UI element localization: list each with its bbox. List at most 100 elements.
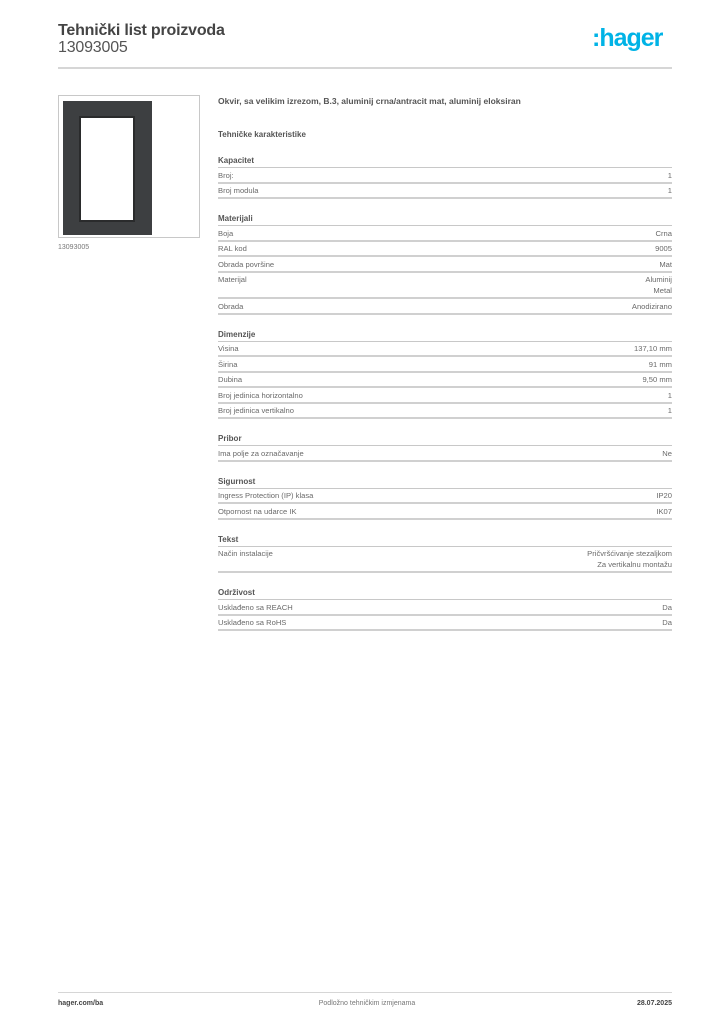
spec-row: RAL kod 9005 (218, 242, 672, 257)
product-number: 13093005 (58, 39, 128, 56)
spec-value: Da (662, 617, 672, 628)
spec-label: Broj jedinica vertikalno (218, 406, 294, 415)
product-description: Okvir, sa velikim izrezom, B.3, aluminij… (218, 96, 521, 106)
spec-value-line: 1 (667, 170, 672, 180)
spec-label: Usklađeno sa REACH (218, 602, 293, 612)
spec-value: Mat (659, 259, 672, 270)
spec-row: Usklađeno sa REACH Da (218, 600, 672, 616)
section-heading: Održivost (218, 587, 672, 600)
spec-label: Dubina (218, 375, 243, 384)
spec-value: IP20 (656, 490, 672, 501)
section-heading: Sigurnost (218, 476, 672, 489)
spec-value-line: 1 (667, 186, 672, 195)
spec-value: Pričvršćivanje stezaljkom Za vertikalnu m… (587, 548, 672, 570)
spec-value-line: IK07 (656, 506, 672, 516)
spec-row: Broj modula 1 (218, 184, 672, 199)
product-image-caption: 13093005 (58, 244, 90, 251)
footer-date: 28.07.2025 (636, 1000, 672, 1007)
spec-value-line: IP20 (656, 491, 672, 500)
spec-label: Ingress Protection (IP) klasa (218, 491, 314, 500)
product-image (58, 95, 200, 238)
spec-value-line: Metal (653, 286, 672, 295)
spec-row: Obrada površine Mat (218, 257, 672, 273)
spec-label: Otpornost na udarce IK (218, 506, 297, 516)
spec-value-line: 9,50 mm (642, 375, 672, 384)
spec-label: Obrada (218, 301, 244, 311)
spec-label: Boja (218, 228, 234, 238)
spec-label: Širina (218, 359, 238, 369)
section-heading: Pribor (218, 433, 672, 446)
section-heading: Kapacitet (218, 155, 672, 168)
footer-divider (58, 992, 672, 993)
spec-value-line: Da (662, 602, 672, 612)
spec-value: 1 (668, 185, 672, 196)
spec-value: Da (662, 602, 672, 613)
spec-value-line: Da (662, 618, 672, 627)
spec-label: Ima polje za označavanje (218, 448, 304, 458)
spec-value-line: 1 (667, 406, 672, 415)
section-heading: Tekst (218, 534, 672, 547)
spec-value: 137,10 mm (634, 343, 672, 354)
spec-row: Broj jedinica horizontalno 1 (218, 388, 672, 404)
frame-cutout (79, 116, 135, 222)
spec-value-line: Crna (655, 228, 672, 238)
spec-value-line: Mat (659, 259, 672, 269)
spec-value: IK07 (656, 506, 672, 517)
spec-value: Ne (662, 448, 672, 459)
spec-label: RAL kod (218, 244, 247, 253)
spec-row: Ima polje za označavanje Ne (218, 446, 672, 462)
section-heading: Dimenzije (218, 329, 672, 342)
spec-value: 1 (668, 405, 672, 416)
section-heading: Materijali (218, 213, 672, 226)
spec-value: 1 (668, 390, 672, 401)
spec-row: Način instalacije Pričvršćivanje stezaljk… (218, 547, 672, 573)
spec-row: Broj jedinica vertikalno 1 (218, 404, 672, 419)
spec-label: Obrada površine (218, 259, 275, 269)
spec-value-line: 91 mm (648, 359, 672, 369)
spec-label: Visina (218, 344, 239, 353)
spec-content: Okvir, sa velikim izrezom, B.3, aluminij… (218, 94, 672, 631)
spec-value-line: 1 (667, 390, 672, 400)
spec-label: Način instalacije (218, 549, 273, 558)
spec-row: Usklađeno sa RoHS Da (218, 616, 672, 631)
spec-value: 91 mm (649, 359, 672, 370)
spec-value-line: Aluminij (645, 275, 672, 284)
spec-row: Boja Crna (218, 226, 672, 242)
spec-row: Dubina 9,50 mm (218, 373, 672, 388)
spec-label: Materijal (218, 275, 247, 284)
spec-value-line: 137,10 mm (634, 344, 672, 353)
spec-label: Usklađeno sa RoHS (218, 618, 287, 627)
spec-row: Obrada Anodizirano (218, 299, 672, 315)
hager-logo: :hager (592, 24, 663, 52)
header-divider (58, 67, 672, 69)
spec-value: 9,50 mm (642, 374, 672, 385)
page-title: Tehnički list proizvoda (58, 22, 225, 39)
spec-row: Ingress Protection (IP) klasa IP20 (218, 489, 672, 504)
spec-label: Broj modula (218, 186, 259, 195)
spec-row: Broj: 1 (218, 168, 672, 184)
footer-notice: Podložno tehničkim izmjenama (318, 1000, 416, 1007)
specs-title: Tehničke karakteristike (218, 130, 306, 139)
spec-value-line: Pričvršćivanje stezaljkom (587, 549, 672, 558)
frame-icon (63, 101, 152, 235)
spec-value-line: Ne (662, 448, 672, 458)
spec-row: Širina 91 mm (218, 357, 672, 373)
spec-value: 1 (668, 170, 672, 181)
spec-label: Broj jedinica horizontalno (218, 390, 303, 400)
spec-row: Otpornost na udarce IK IK07 (218, 504, 672, 520)
spec-value: Crna (656, 228, 672, 239)
footer-website-link[interactable]: hager.com/ba (58, 1000, 104, 1007)
spec-label: Broj: (218, 170, 234, 180)
spec-value: 9005 (655, 243, 672, 254)
spec-value-line: Za vertikalnu montažu (597, 560, 672, 569)
spec-value: Anodizirano (632, 301, 672, 312)
